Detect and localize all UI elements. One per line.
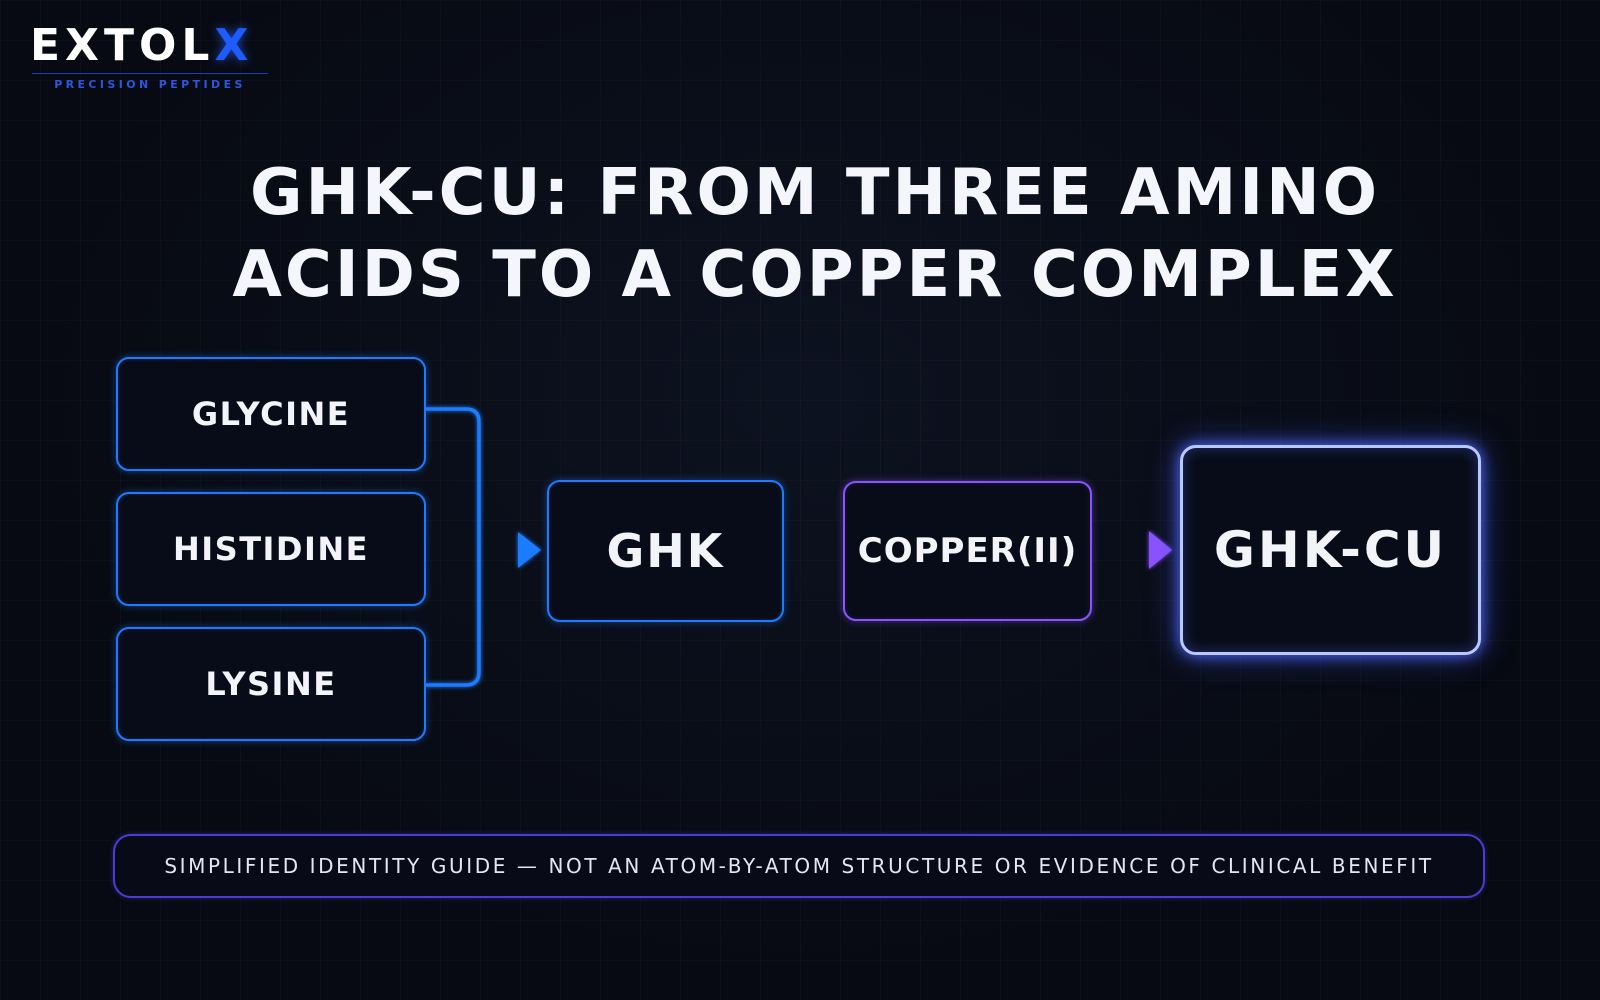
node-copper: COPPER(II) <box>843 481 1092 621</box>
node-ghk-cu-label: GHK-CU <box>1213 521 1448 579</box>
title-line-1: GHK-CU: FROM THREE AMINO <box>249 156 1381 230</box>
node-ghk-cu: GHK-CU <box>1180 445 1481 655</box>
bracket-connector <box>426 407 481 687</box>
node-glycine: GLYCINE <box>116 357 426 471</box>
page-title: GHK-CU: FROM THREE AMINO ACIDS TO A COPP… <box>200 152 1430 316</box>
logo-wordmark: EXTOLX <box>30 22 253 70</box>
node-histidine-label: HISTIDINE <box>172 530 370 568</box>
node-lysine-label: LYSINE <box>205 665 337 703</box>
logo-divider <box>32 73 268 74</box>
arrow-to-ghk <box>518 532 541 568</box>
logo-tagline: PRECISION PEPTIDES <box>54 78 246 91</box>
title-line-2: ACIDS TO A COPPER COMPLEX <box>232 238 1398 312</box>
node-ghk: GHK <box>547 480 784 622</box>
node-glycine-label: GLYCINE <box>191 395 351 433</box>
node-ghk-label: GHK <box>606 524 725 578</box>
node-histidine: HISTIDINE <box>116 492 426 606</box>
node-lysine: LYSINE <box>116 627 426 741</box>
arrow-to-ghk-cu <box>1149 531 1172 569</box>
logo-word-main: EXTOL <box>30 20 215 71</box>
disclaimer-banner: SIMPLIFIED IDENTITY GUIDE — NOT AN ATOM-… <box>113 834 1485 898</box>
disclaimer-text: SIMPLIFIED IDENTITY GUIDE — NOT AN ATOM-… <box>164 854 1434 878</box>
brand-logo: EXTOLX PRECISION PEPTIDES <box>30 14 280 94</box>
logo-x-mark: X <box>214 20 254 71</box>
node-copper-label: COPPER(II) <box>857 531 1078 571</box>
